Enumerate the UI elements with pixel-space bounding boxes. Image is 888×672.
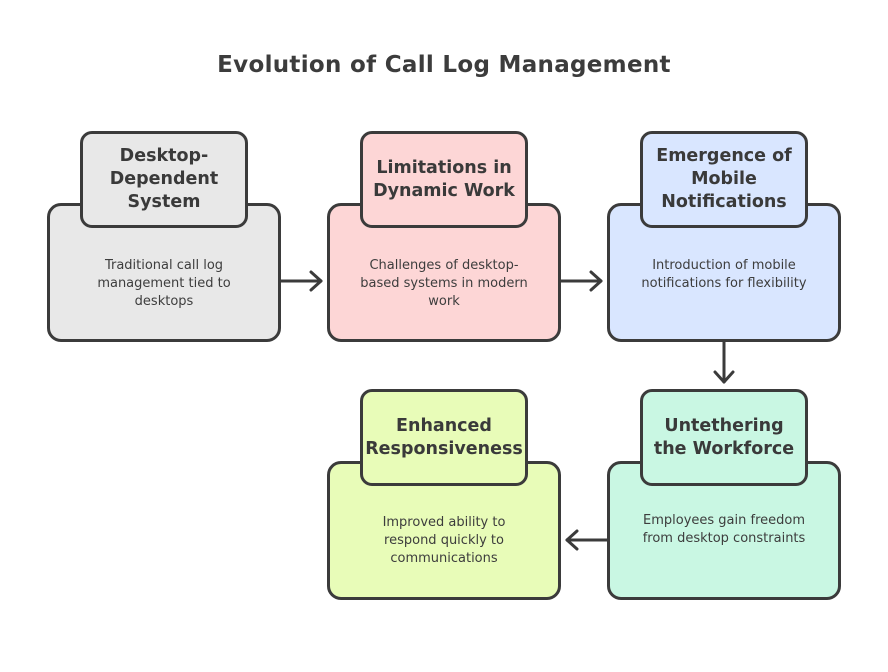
step-heading: Emergence of Mobile Notifications bbox=[656, 146, 792, 212]
step-heading-tab: Emergence of Mobile Notifications bbox=[640, 131, 808, 228]
step-heading: Limitations in Dynamic Work bbox=[373, 157, 515, 201]
diagram-title: Evolution of Call Log Management bbox=[217, 52, 671, 78]
step-description: Challenges of desktop-based systems in m… bbox=[360, 258, 528, 309]
arrow-step2-to-step3 bbox=[561, 270, 603, 292]
step-heading: Enhanced Responsiveness bbox=[365, 415, 523, 459]
step-description: Improved ability to respond quickly to c… bbox=[382, 515, 506, 566]
step-heading: Desktop- Dependent System bbox=[109, 146, 219, 212]
step-heading-tab: Enhanced Responsiveness bbox=[360, 389, 528, 486]
step-heading-tab: Limitations in Dynamic Work bbox=[360, 131, 528, 228]
arrow-step1-to-step2 bbox=[281, 270, 323, 292]
step-heading: Untethering the Workforce bbox=[653, 415, 795, 459]
step-description: Traditional call log management tied to … bbox=[97, 258, 231, 309]
step-heading-tab: Untethering the Workforce bbox=[640, 389, 808, 486]
step-description: Introduction of mobile notifications for… bbox=[641, 258, 807, 291]
step-description: Employees gain freedom from desktop cons… bbox=[642, 513, 806, 546]
step-heading-tab: Desktop- Dependent System bbox=[80, 131, 248, 228]
arrow-step3-to-step4 bbox=[713, 342, 735, 384]
arrow-step4-to-step5 bbox=[565, 529, 607, 551]
